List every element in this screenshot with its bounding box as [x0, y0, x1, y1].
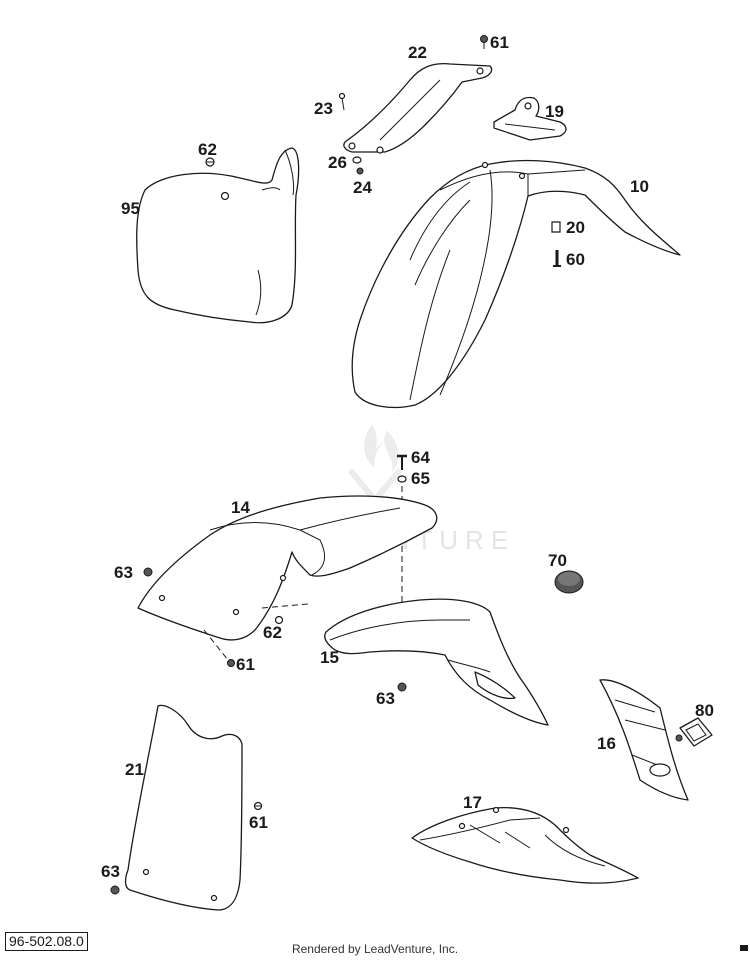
callout-21: 21: [125, 760, 144, 779]
nut-20-icon: [551, 221, 561, 233]
callout-63-mud-flap: 63: [101, 862, 120, 881]
bolt-61-flap-icon: [253, 801, 263, 811]
bolt-61-rear-icon: [227, 659, 235, 667]
callout-62-plate-screw: 62: [198, 140, 217, 159]
washer-26-icon: [352, 156, 362, 164]
callout-17: 17: [463, 793, 482, 812]
flame-logo-icon: [364, 425, 399, 472]
nut-63-inner-icon: [397, 682, 407, 692]
callout-16: 16: [597, 734, 616, 753]
callout-61-mud-flap: 61: [249, 813, 268, 832]
callout-19: 19: [545, 102, 564, 121]
washer-65-icon: [397, 475, 407, 483]
callout-10: 10: [630, 177, 649, 196]
part-15-inner-fender: [324, 598, 549, 726]
callout-64: 64: [411, 448, 430, 467]
callout-26: 26: [328, 153, 347, 172]
callout-65: 65: [411, 469, 430, 488]
callout-62-rear-fender: 62: [263, 623, 282, 642]
callout-24: 24: [353, 178, 372, 197]
callout-14: 14: [231, 498, 250, 517]
nut-63-flap-icon: [110, 885, 120, 895]
screw-64-icon: [397, 454, 407, 470]
callout-15: 15: [320, 648, 339, 667]
bolt-dashed-line: [203, 629, 229, 661]
callout-22: 22: [408, 43, 427, 62]
corner-mark: [740, 945, 748, 951]
diagram-code-label: 96-502.08.0: [5, 932, 88, 951]
bolt-23-icon: [338, 92, 346, 111]
screw-62-icon: [205, 157, 215, 167]
part-70-plug: [554, 570, 584, 594]
callout-61-rear-fender: 61: [236, 655, 255, 674]
screw-62-rear-icon: [274, 615, 284, 625]
callout-95: 95: [121, 199, 140, 218]
part-17-splash-guard: [411, 806, 639, 884]
part-80-reflector: [675, 717, 713, 747]
part-95-number-plate: [136, 147, 300, 324]
bolt-61-icon: [480, 35, 488, 49]
callout-20: 20: [566, 218, 585, 237]
part-14-rear-fender: [137, 495, 438, 641]
part-22-bracket: [343, 62, 493, 154]
callout-80: 80: [695, 701, 714, 720]
callout-70: 70: [548, 551, 567, 570]
part-16-plate-holder: [599, 679, 689, 801]
nut-24-icon: [356, 167, 364, 175]
screw-dashed-line: [261, 603, 309, 609]
part-19-plate: [493, 96, 567, 141]
callout-61-bracket-bolt: 61: [490, 33, 509, 52]
callout-60: 60: [566, 250, 585, 269]
nut-63-icon: [143, 567, 153, 577]
callout-63-inner-fender: 63: [376, 689, 395, 708]
part-10-front-fender: [351, 159, 681, 409]
callout-63-rear-fender: 63: [114, 563, 133, 582]
part-21-mud-flap: [124, 704, 243, 911]
screw-60-icon: [553, 250, 561, 267]
footer-credit: Rendered by LeadVenture, Inc.: [291, 942, 459, 956]
callout-23: 23: [314, 99, 333, 118]
